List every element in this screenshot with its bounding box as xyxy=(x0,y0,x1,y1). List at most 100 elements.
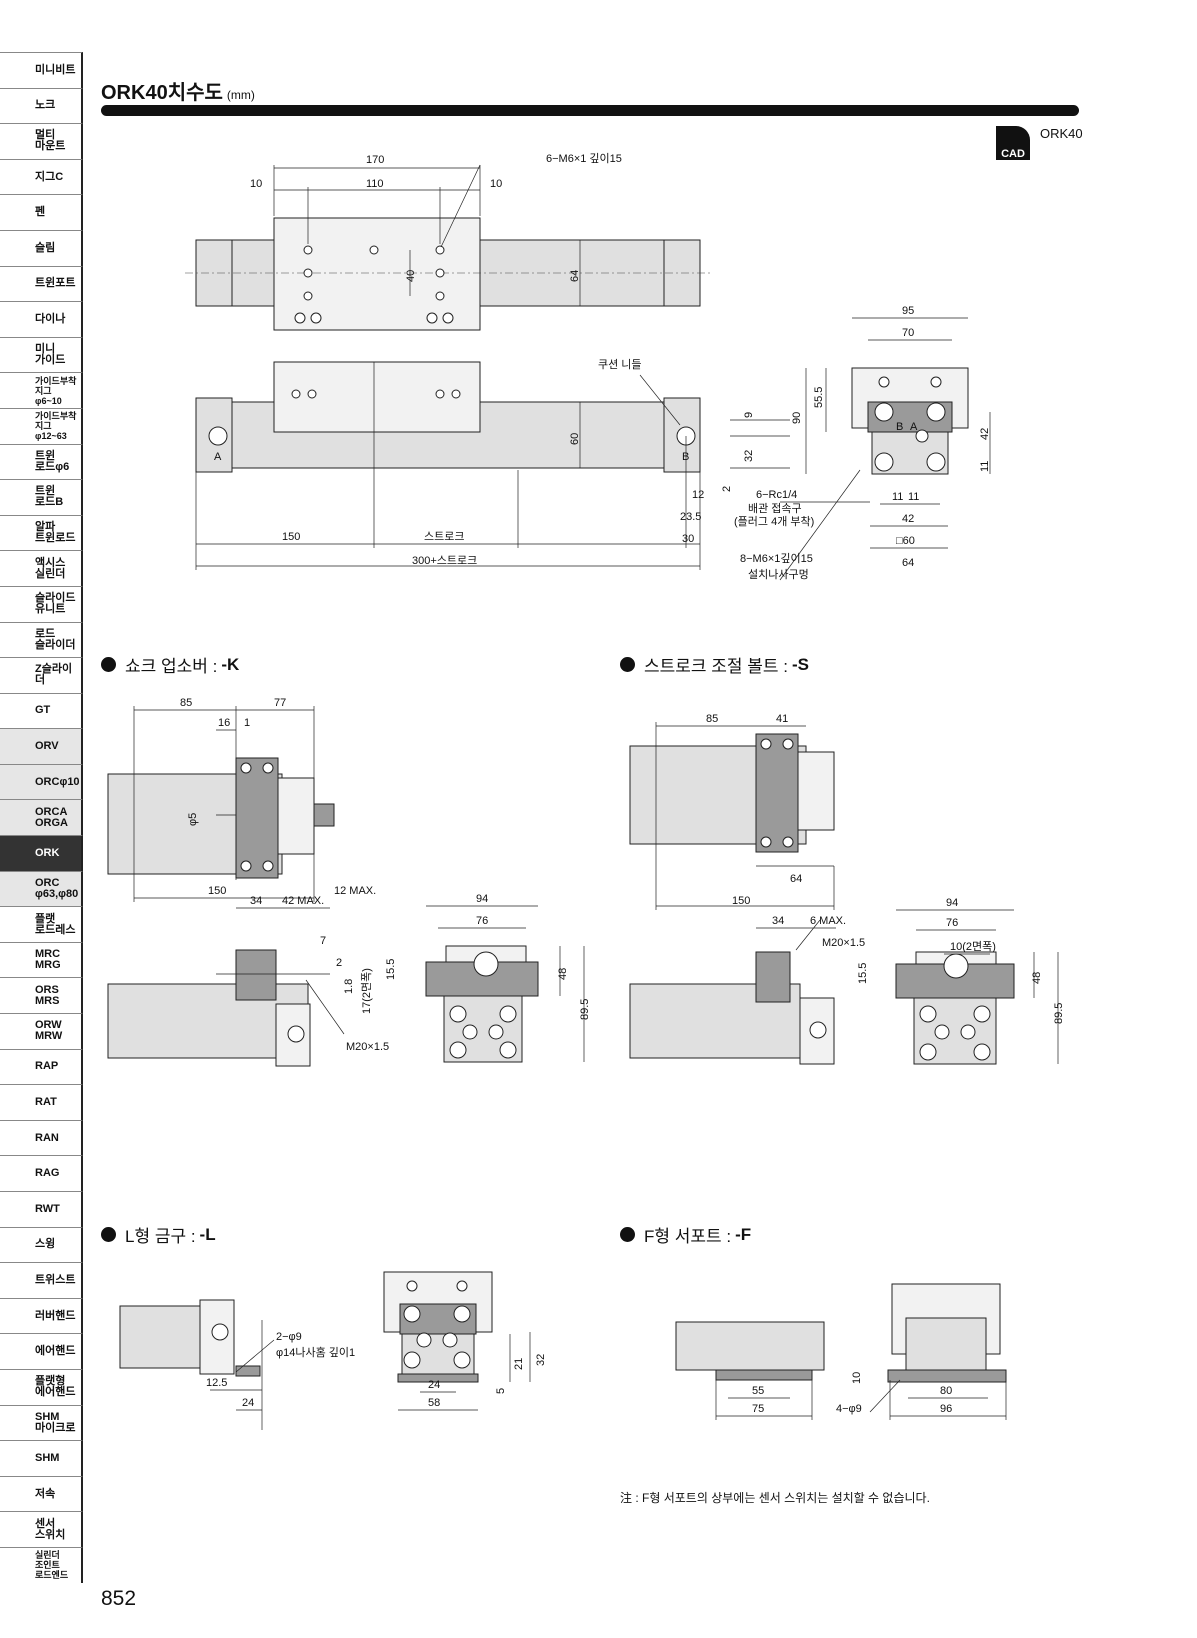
sidebar-item[interactable]: RAG xyxy=(0,1155,83,1191)
dim-9: 9 xyxy=(743,412,755,418)
section-code: -S xyxy=(792,654,810,674)
dim-64: 64 xyxy=(569,270,581,282)
cad-icon[interactable]: CAD xyxy=(996,126,1030,160)
dim-32: 32 xyxy=(743,450,755,462)
dim-80: 80 xyxy=(940,1385,952,1397)
sidebar-item[interactable]: 가이드부착지그 φ12~63 xyxy=(0,407,83,444)
dim-150: 150 xyxy=(208,885,226,897)
dim-170: 170 xyxy=(366,154,384,166)
dim-5: 5 xyxy=(495,1388,507,1394)
dim-6max: 6 MAX. xyxy=(810,915,846,927)
sidebar-item[interactable]: Z슬라이더 xyxy=(0,657,83,693)
sidebar-item[interactable]: RWT xyxy=(0,1191,83,1227)
dim-17: 17(2면폭) xyxy=(360,968,373,1014)
dim-2: 2 xyxy=(721,486,733,492)
sidebar-item[interactable]: 미니비트 xyxy=(0,52,83,88)
sidebar-item[interactable]: 에어핸드 xyxy=(0,1333,83,1369)
end-port-a: A xyxy=(910,421,918,433)
dim-12max: 12 MAX. xyxy=(334,885,376,897)
dim-48: 48 xyxy=(1031,972,1043,984)
sidebar-item[interactable]: 플랫형 에어핸드 xyxy=(0,1368,83,1405)
dim-24b: 24 xyxy=(428,1379,440,1391)
dim-70: 70 xyxy=(902,327,914,339)
dim-77: 77 xyxy=(274,697,286,709)
sidebar-item[interactable]: SHM 마이크로 xyxy=(0,1404,83,1441)
sidebar-item[interactable]: ORV xyxy=(0,728,83,764)
sidebar-item[interactable]: RAT xyxy=(0,1084,83,1120)
sidebar-item[interactable]: 플랫 로드레스 xyxy=(0,906,83,942)
bullet-icon xyxy=(620,1227,635,1242)
dim-2: 2 xyxy=(336,957,342,969)
sidebar-item[interactable]: 멀티 마운트 xyxy=(0,123,83,159)
sidebar-item[interactable]: 로드 슬라이더 xyxy=(0,621,83,658)
dim-96: 96 xyxy=(940,1403,952,1415)
sidebar-item[interactable]: 지그C xyxy=(0,158,83,195)
k-side-view: 34 42 MAX. 7 2 1.8 17(2면폭) 15.5 M20×1.5 xyxy=(107,895,397,1067)
dim-55: 55 xyxy=(752,1385,764,1397)
dim-12-5: 12.5 xyxy=(206,1377,227,1389)
sidebar-item[interactable]: 트윈 로드φ6 xyxy=(0,443,83,480)
sidebar-item[interactable]: ORCA ORGA xyxy=(0,799,83,836)
dim-square-60: □60 xyxy=(896,535,915,547)
sidebar-item[interactable]: 가이드부착지그 φ6~10 xyxy=(0,372,83,408)
bullet-icon xyxy=(620,657,635,672)
sidebar-item[interactable]: GT xyxy=(0,692,83,729)
sidebar-item[interactable]: 센서 스위치 xyxy=(0,1511,83,1547)
dim-60: 60 xyxy=(569,433,581,445)
section-label: 스트로크 조절 볼트 : xyxy=(644,657,789,676)
unit-label: (mm) xyxy=(226,88,255,102)
sidebar-item[interactable]: 알파 트윈로드 xyxy=(0,514,83,551)
sidebar-item[interactable]: 스윙 xyxy=(0,1226,83,1263)
section-code: -K xyxy=(221,654,240,674)
port-b-label: B xyxy=(682,451,689,463)
footnote: 注 : F형 서포트의 상부에는 센서 스위치는 설치할 수 없습니다. xyxy=(620,1491,930,1505)
sidebar-item[interactable]: 슬라이드 유니트 xyxy=(0,585,83,622)
section-label: 쇼크 업소버 : xyxy=(125,657,218,676)
dim-55-5: 55.5 xyxy=(813,387,825,408)
dim-89-5: 89.5 xyxy=(579,999,591,1020)
sidebar-item[interactable]: 미니 가이드 xyxy=(0,336,83,373)
cushion-needle-label: 쿠션 니들 xyxy=(598,358,642,371)
sidebar-item[interactable]: ORW MRW xyxy=(0,1013,83,1049)
page-number: 852 xyxy=(101,1587,137,1610)
holes-callout: 2−φ9 xyxy=(276,1331,302,1343)
sidebar-item[interactable]: 슬림 xyxy=(0,229,83,266)
s-side-view: 34 6 MAX. M20×1.5 15.5 xyxy=(629,915,869,1065)
port-note-1: 배관 접속구 xyxy=(748,502,802,515)
end-port-b: B xyxy=(896,421,903,433)
sidebar-item[interactable]: ORK xyxy=(0,835,83,871)
rc-port-label: 6−Rc1/4 xyxy=(756,489,797,501)
sidebar-item[interactable]: MRC MRG xyxy=(0,941,83,978)
l-end-view: 24 58 5 21 32 xyxy=(383,1271,547,1411)
sidebar-item[interactable]: 액시스 실린더 xyxy=(0,550,83,586)
sidebar-item[interactable]: 트위스트 xyxy=(0,1262,83,1298)
sidebar-item[interactable]: 다이나 xyxy=(0,301,83,337)
port-a-label: A xyxy=(214,451,222,463)
model-name: ORK40 xyxy=(101,82,168,104)
sidebar-item[interactable]: 실린더 조인트 로드엔드 xyxy=(0,1546,83,1583)
sidebar-item[interactable]: 트윈 로드B xyxy=(0,479,83,515)
sidebar-item[interactable]: ORS MRS xyxy=(0,977,83,1014)
dim-94: 94 xyxy=(476,893,488,905)
option-drawings: 85 77 16 1 φ5 150 12 MAX. 34 42 MAX. 7 2… xyxy=(107,697,1065,1430)
sidebar-item[interactable]: 트윈포트 xyxy=(0,265,83,302)
sidebar-item[interactable]: ORC φ63,φ80 xyxy=(0,870,83,907)
f-end-view: 80 96 4−φ9 xyxy=(836,1283,1007,1420)
section-l-bracket: L형 금구 : -L xyxy=(101,1222,216,1247)
sidebar-item[interactable]: 노크 xyxy=(0,87,83,124)
sidebar-item[interactable]: RAP xyxy=(0,1048,83,1085)
total-length-label: 300+스트로크 xyxy=(412,554,477,567)
sidebar-item[interactable]: 저속 xyxy=(0,1475,83,1512)
sidebar-item[interactable]: 러버핸드 xyxy=(0,1297,83,1334)
sidebar-item[interactable]: RAN xyxy=(0,1119,83,1156)
sidebar-item[interactable]: 펜 xyxy=(0,194,83,230)
thread-callout: M20×1.5 xyxy=(822,937,865,949)
cad-model-label[interactable]: ORK40 xyxy=(1040,126,1083,141)
sidebar-item[interactable]: ORCφ10 xyxy=(0,763,83,800)
sidebar-item[interactable]: SHM xyxy=(0,1440,83,1476)
counterbore-callout: φ14나사홈 깊이1 xyxy=(276,1345,355,1359)
dim-75: 75 xyxy=(752,1403,764,1415)
dim-76: 76 xyxy=(946,917,958,929)
dim-11-v: 11 xyxy=(979,461,991,472)
section-stroke-bolt: 스트로크 조절 볼트 : -S xyxy=(620,652,809,677)
